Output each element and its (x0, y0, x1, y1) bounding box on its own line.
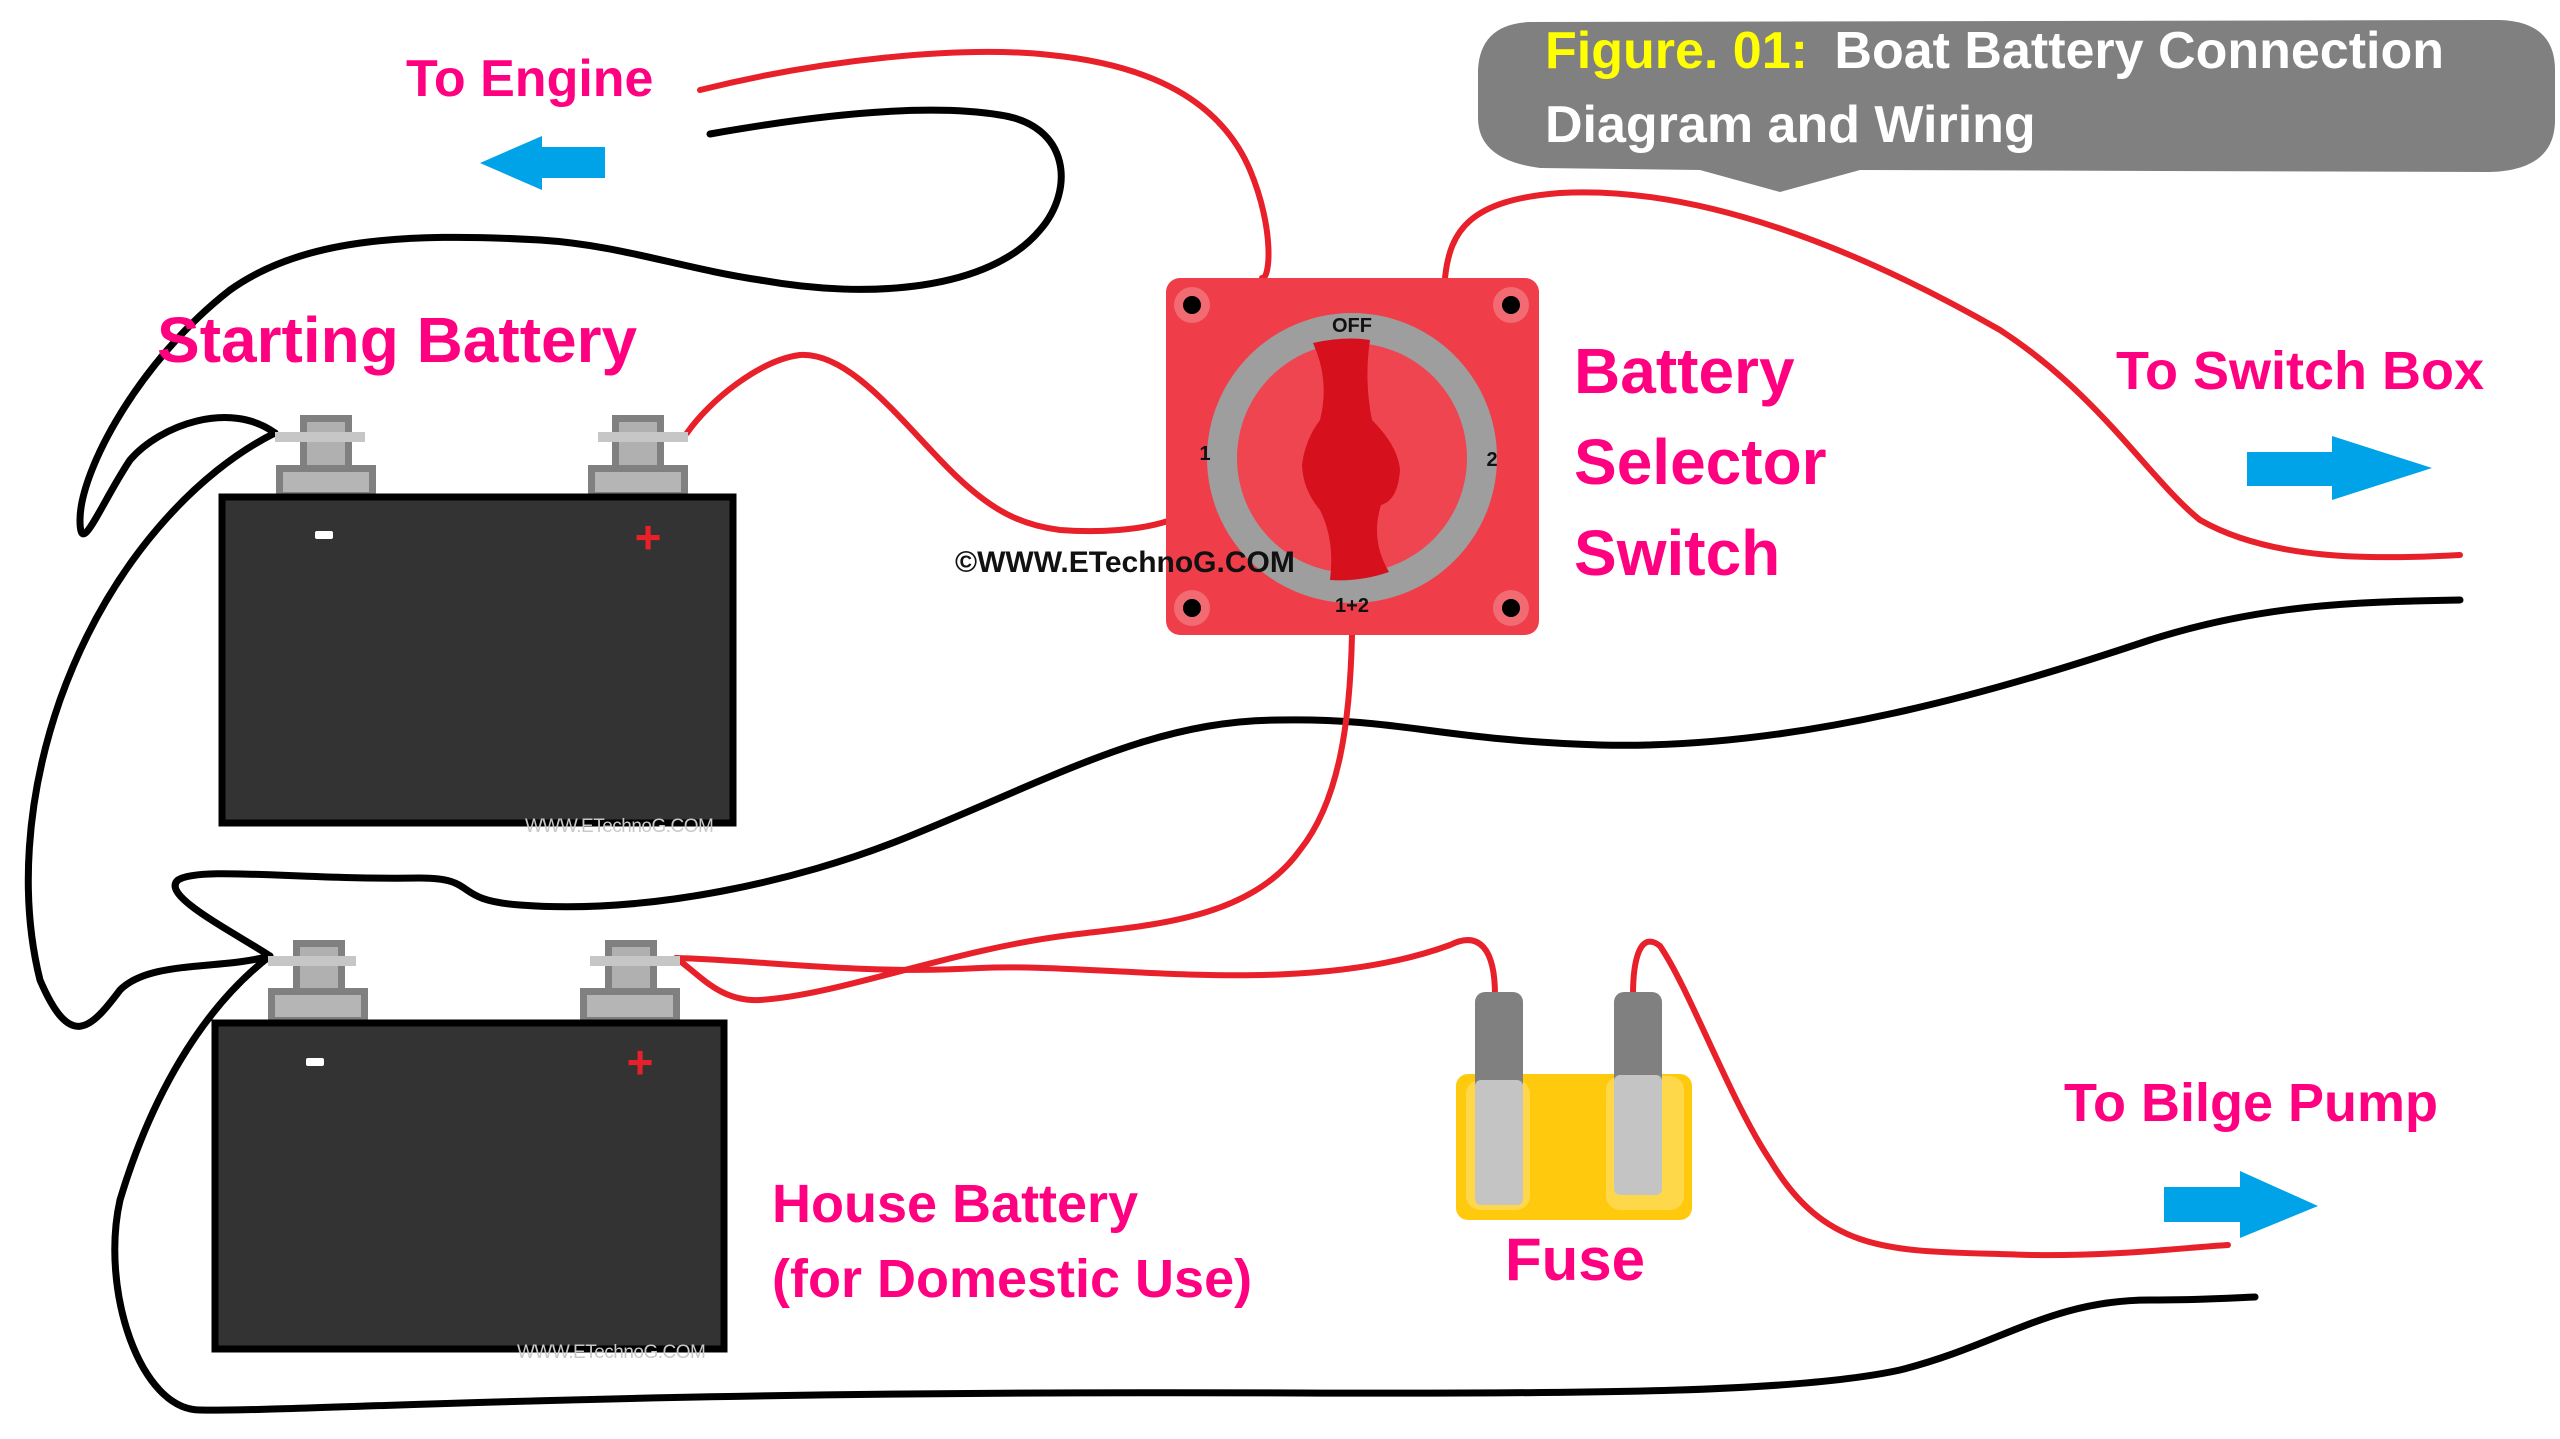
fuse-feed-wire (673, 937, 1498, 998)
mounting-holes (1174, 287, 1529, 626)
switch-knob[interactable] (1302, 338, 1400, 581)
label-selector-line1: Battery (1574, 335, 1795, 407)
house-negative-bilge-wire (111, 952, 2259, 1414)
switch-position-both: 1+2 (1335, 595, 1369, 617)
watermark-battery1: WWW.ETechnoG.COM (525, 816, 713, 837)
positive-wires (673, 48, 2463, 1259)
battery-selector-switch: OFF 1 2 1+2 ©WWW.ETechnoG.COM (955, 278, 1539, 635)
bilge-positive-wire (1630, 938, 2231, 1259)
battery-negative-link-wire (24, 429, 279, 1030)
starting-positive-wire (684, 351, 1171, 535)
label-selector-line3: Switch (1574, 517, 1780, 589)
arrow-right-switchbox-icon (2247, 436, 2432, 500)
starting-battery-body (218, 493, 737, 827)
title-prefix: Figure. 01: (1545, 22, 1808, 80)
label-to-switch-box: To Switch Box (2116, 341, 2484, 401)
house-neg-terminal (268, 940, 368, 1023)
engine-positive-wire (697, 48, 1272, 281)
house-pos-symbol: + (627, 1036, 654, 1088)
label-house-battery-line2: (for Domestic Use) (772, 1249, 1252, 1309)
negative-wires (24, 106, 2464, 1414)
watermark-battery2: WWW.ETechnoG.COM (517, 1342, 705, 1363)
starting-neg-terminal (275, 415, 376, 497)
labels: To Engine Starting Battery Battery Selec… (157, 50, 2484, 1309)
label-to-bilge-pump: To Bilge Pump (2064, 1073, 2438, 1133)
starting-battery: + WWW.ETechnoG.COM (218, 415, 737, 837)
house-neg-symbol (306, 1058, 324, 1066)
label-to-engine: To Engine (406, 50, 653, 108)
copyright-watermark: ©WWW.ETechnoG.COM (955, 546, 1295, 579)
switch-position-off: OFF (1332, 315, 1372, 337)
title-callout: Figure. 01: Boat Battery Connection Diag… (1478, 20, 2555, 192)
house-battery-body (211, 1019, 728, 1353)
arrows (480, 136, 2432, 1238)
title-line2: Diagram and Wiring (1545, 96, 2036, 154)
title-line1: Boat Battery Connection (1834, 22, 2444, 80)
label-selector-line2: Selector (1574, 426, 1827, 498)
switch-position-1: 1 (1199, 443, 1210, 465)
label-starting-battery: Starting Battery (157, 304, 638, 376)
starting-neg-symbol (315, 531, 333, 539)
switchbox-positive-wire (1442, 189, 2463, 561)
svg-text:Figure. 01: Boat Battery: Figure. 01: Boat Battery Connection (1545, 22, 2444, 80)
arrow-left-icon (480, 136, 605, 190)
label-fuse: Fuse (1505, 1226, 1645, 1293)
engine-ground-wire (76, 106, 1065, 538)
house-positive-wire (673, 632, 1355, 1004)
title-bubble (1478, 20, 2555, 192)
arrow-right-bilge-icon (2164, 1171, 2318, 1238)
starting-pos-terminal (588, 415, 688, 497)
starting-pos-symbol: + (635, 511, 662, 563)
label-house-battery-line1: House Battery (772, 1174, 1138, 1234)
house-negative-switchbox-wire (171, 596, 2464, 960)
house-battery: + WWW.ETechnoG.COM (211, 940, 728, 1363)
fuse (1456, 992, 1692, 1220)
switch-position-2: 2 (1486, 449, 1497, 471)
house-pos-terminal (580, 940, 680, 1023)
